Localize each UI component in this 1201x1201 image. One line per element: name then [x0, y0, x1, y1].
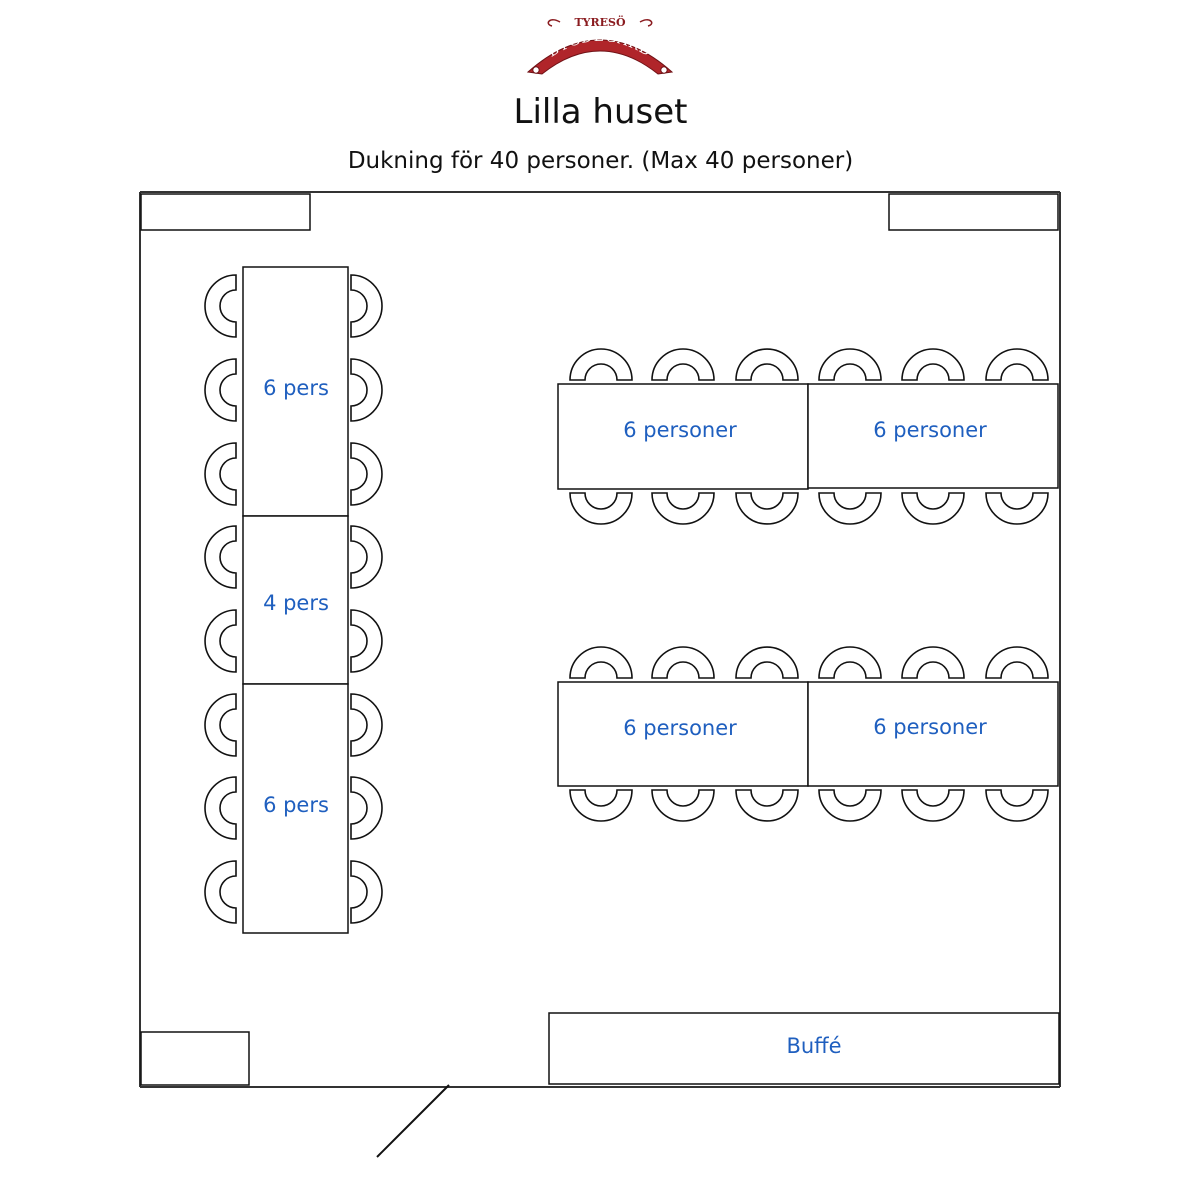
- chair-row2-south-5: [901, 789, 965, 822]
- door: [376, 1084, 450, 1158]
- chair-row1-south-6: [985, 492, 1049, 525]
- chair-row1-north-5: [901, 348, 965, 381]
- table-left-top: [242, 266, 349, 517]
- chair-left-col-east-7: [350, 776, 383, 840]
- logo-rivet-left: [532, 66, 540, 74]
- chair-row1-north-4: [818, 348, 882, 381]
- chair-row1-north-2: [651, 348, 715, 381]
- chair-row2-north-5: [901, 646, 965, 679]
- table-left-bottom-label: 6 pers: [263, 793, 329, 817]
- chair-left-col-east-1: [350, 274, 383, 338]
- logo-ornament-right: [639, 19, 653, 27]
- chair-row2-north-4: [818, 646, 882, 679]
- page-subtitle: Dukning för 40 personer. (Max 40 persone…: [347, 148, 854, 174]
- chair-row2-north-1: [569, 646, 633, 679]
- table-right-row1-b: [807, 383, 1059, 489]
- logo-banner: [526, 39, 674, 75]
- chair-left-col-west-5: [204, 609, 237, 673]
- chair-left-col-west-1: [204, 274, 237, 338]
- chair-row2-south-2: [651, 789, 715, 822]
- table-right-row1-a-label: 6 personer: [623, 418, 737, 442]
- table-left-middle-label: 4 pers: [263, 591, 329, 615]
- table-left-top-label: 6 pers: [263, 376, 329, 400]
- buffet-table: [548, 1012, 1060, 1085]
- chair-row1-north-6: [985, 348, 1049, 381]
- chair-row1-south-3: [735, 492, 799, 525]
- chair-left-col-east-5: [350, 609, 383, 673]
- table-left-bottom: [242, 683, 349, 934]
- chair-left-col-east-3: [350, 442, 383, 506]
- corner-cabinet-bottom-left: [140, 1031, 250, 1086]
- table-right-row1-a: [557, 383, 809, 490]
- chair-left-col-west-4: [204, 525, 237, 589]
- chair-row2-north-3: [735, 646, 799, 679]
- chair-row2-south-4: [818, 789, 882, 822]
- table-right-row2-b: [807, 681, 1059, 787]
- chair-row2-south-3: [735, 789, 799, 822]
- buffet-label: Buffé: [786, 1034, 841, 1058]
- chair-row1-south-2: [651, 492, 715, 525]
- corner-cabinet-top-left: [140, 193, 311, 231]
- chair-row2-north-2: [651, 646, 715, 679]
- table-right-row2-a: [557, 681, 809, 787]
- corner-cabinet-top-right: [888, 193, 1059, 231]
- table-right-row1-b-label: 6 personer: [873, 418, 987, 442]
- chair-left-col-west-3: [204, 442, 237, 506]
- chair-left-col-east-2: [350, 358, 383, 422]
- table-right-row2-a-label: 6 personer: [623, 716, 737, 740]
- page-title: Lilla huset: [513, 92, 688, 132]
- chair-row1-south-4: [818, 492, 882, 525]
- chair-left-col-west-6: [204, 693, 237, 757]
- logo-top-text: TYRESÖ: [574, 15, 626, 29]
- tyreso-bygdegard-logo: TYRESÖ BYGDEGÅRD: [526, 15, 674, 75]
- chair-left-col-east-4: [350, 525, 383, 589]
- room-walls: [139, 191, 1061, 1088]
- chair-row2-north-6: [985, 646, 1049, 679]
- table-right-row2-b-label: 6 personer: [873, 715, 987, 739]
- chair-row2-south-1: [569, 789, 633, 822]
- chair-left-col-west-2: [204, 358, 237, 422]
- logo-ornament-left: [547, 19, 561, 27]
- table-left-middle: [242, 515, 349, 685]
- chair-row1-north-1: [569, 348, 633, 381]
- chair-row1-south-1: [569, 492, 633, 525]
- chair-row1-north-3: [735, 348, 799, 381]
- logo-rivet-right: [660, 66, 668, 74]
- chair-row1-south-5: [901, 492, 965, 525]
- chair-row2-south-6: [985, 789, 1049, 822]
- chair-left-col-west-7: [204, 776, 237, 840]
- chair-left-col-east-8: [350, 860, 383, 924]
- chair-left-col-east-6: [350, 693, 383, 757]
- chair-left-col-west-8: [204, 860, 237, 924]
- chairs: [204, 274, 1049, 924]
